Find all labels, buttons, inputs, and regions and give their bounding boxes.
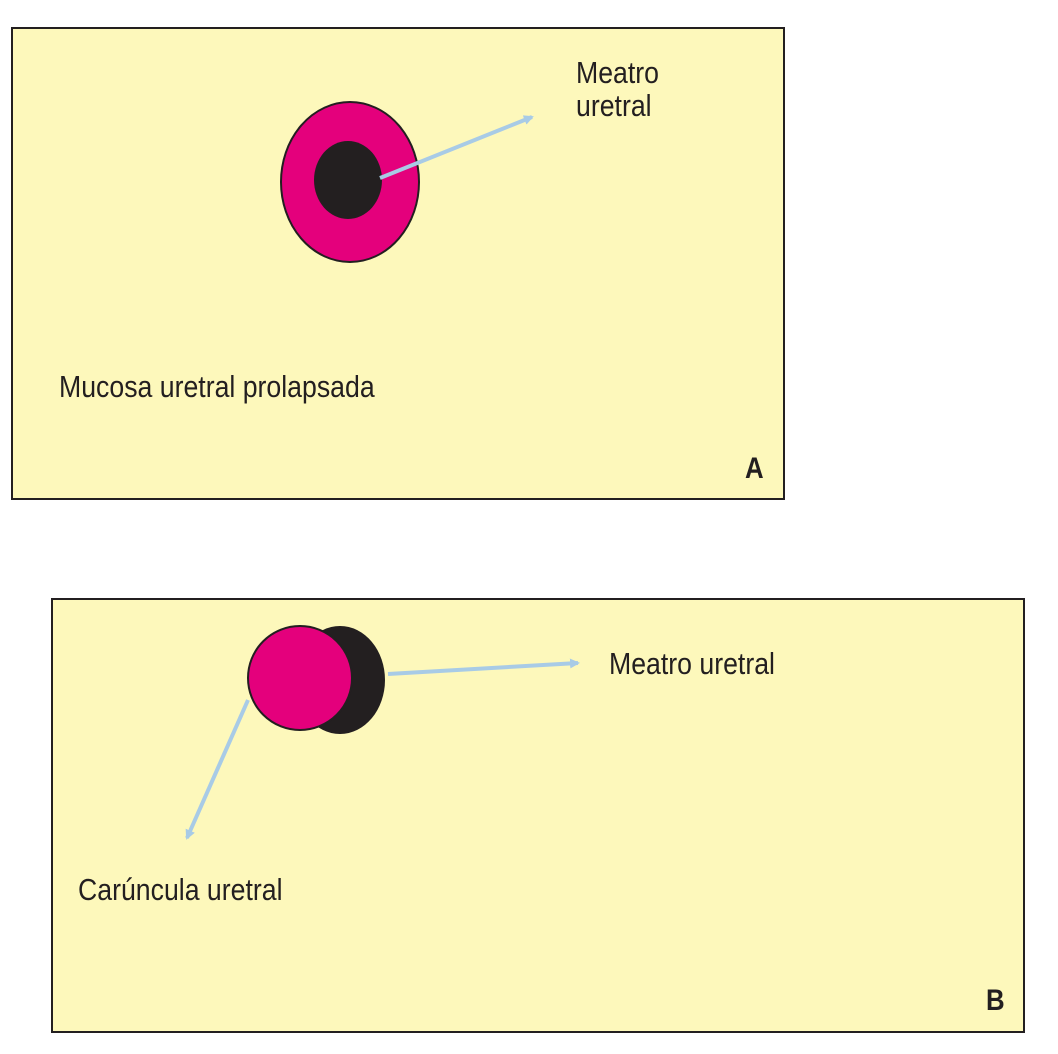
panel-a: [11, 27, 785, 500]
meatus-arrow-b: [387, 658, 580, 676]
panel-a-illustration: [280, 101, 534, 263]
meatus-arrow-a: [379, 115, 534, 180]
panel-a-letter: A: [745, 452, 764, 485]
panel-b: [51, 598, 1025, 1033]
urethral-meatus-opening: [314, 141, 382, 219]
urethral-caruncle: [247, 625, 353, 731]
panel-b-letter: B: [986, 984, 1005, 1017]
prolapsed-mucosa-label: Mucosa uretral prolapsada: [59, 369, 375, 404]
panel-b-illustration: [185, 625, 580, 840]
meatus-label-a: Meatro uretral: [576, 55, 659, 123]
meatus-label-b: Meatro uretral: [609, 646, 775, 681]
caruncle-arrow: [185, 699, 250, 840]
caruncle-label: Carúncula uretral: [78, 872, 283, 907]
